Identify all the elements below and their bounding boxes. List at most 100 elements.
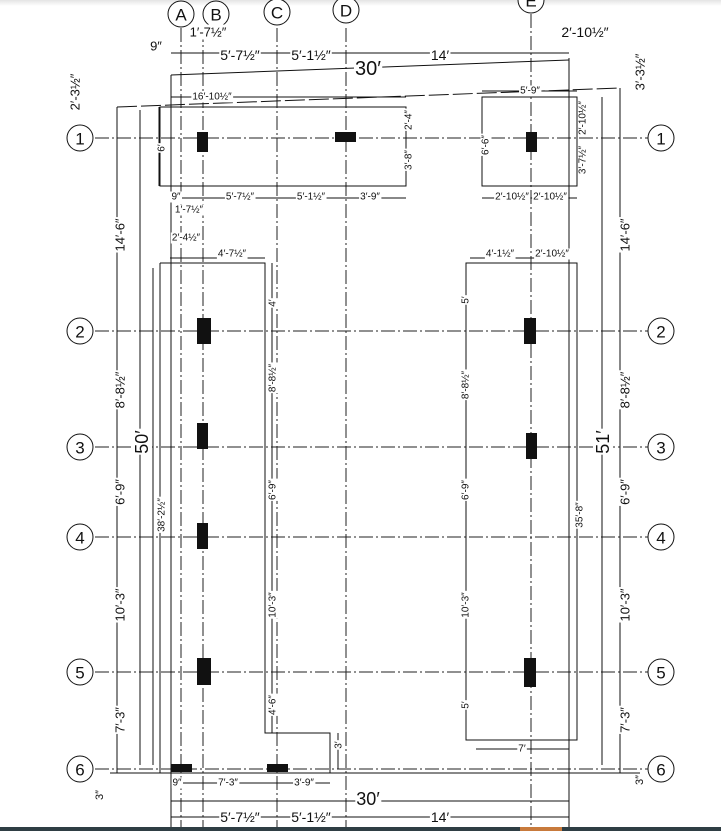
dimension-label: 8′-8½″	[618, 371, 633, 408]
grid-row-label: 2	[75, 323, 84, 342]
dimension-label: 14′-6″	[618, 218, 633, 251]
taskbar-active-item[interactable]	[520, 827, 562, 831]
grid-bubble-A: A	[167, 0, 195, 28]
dimension-label: 2′-10½″	[533, 192, 567, 203]
grid-row-label: 5	[656, 664, 665, 683]
grid-bubble-4-left: 4	[66, 523, 94, 551]
dimension-label: 51′	[593, 430, 613, 454]
dimension-label: 3′-9″	[360, 192, 380, 203]
dimension-label: 4′	[268, 299, 279, 307]
grid-row-label: 3	[75, 439, 84, 458]
columns	[171, 132, 537, 772]
grid-row-label: 4	[75, 529, 84, 548]
dimension-label: 5′-1½″	[297, 192, 326, 203]
dimension-label: 35′-8″	[575, 502, 586, 528]
dimension-label: 6′-6″	[481, 135, 492, 155]
dimension-label: 7′-3″	[218, 778, 238, 789]
dimension-label: 5′	[461, 296, 472, 304]
grid-bubble-1-left: 1	[66, 124, 94, 152]
dimension-label: 6′-9″	[461, 480, 472, 500]
dimension-label: 3′-8″	[404, 150, 415, 170]
grid-bubble-C: C	[263, 0, 291, 26]
dimension-label: 14′	[431, 47, 450, 63]
dimension-label: 10′-3″	[113, 588, 128, 621]
taskbar-strip	[0, 827, 721, 831]
dimension-label: 2′-4½″	[172, 233, 201, 244]
dimension-label: 1′-7½″	[190, 25, 227, 40]
dimension-label: 6′-9″	[268, 480, 279, 500]
dimension-label: 7′	[518, 744, 526, 755]
dimension-label: 6′	[157, 144, 168, 152]
dimension-label: 8′-8½″	[268, 363, 279, 392]
dimension-label: 5′-1½″	[291, 47, 331, 63]
dimension-label: 9″	[150, 39, 162, 54]
grid-bubble-2-left: 2	[66, 317, 94, 345]
dimension-label: 6′-9″	[618, 479, 633, 505]
dimension-label: 3′-9″	[294, 778, 314, 789]
dimension-label: 5′-7½″	[226, 192, 255, 203]
dimension-label: 5′	[461, 701, 472, 709]
window-top-edge	[0, 0, 721, 6]
dimension-label: 2′-10½″	[495, 192, 529, 203]
dimension-label: 3″	[94, 790, 106, 800]
dimension-label: 5′-7½″	[220, 809, 260, 825]
dimension-label: 3′-7½″	[578, 145, 589, 174]
grid-bubble-5-left: 5	[66, 658, 94, 686]
dimension-label: 4′-7½″	[218, 249, 247, 260]
dimension-label: 8′-8½″	[113, 371, 128, 408]
grid-bubble-6-left: 6	[66, 755, 94, 783]
grid-row-label: 2	[656, 323, 665, 342]
grid-bubble-1-right: 1	[647, 124, 675, 152]
grid-bubble-5-right: 5	[647, 658, 675, 686]
dimension-label: 38′-2½″	[157, 498, 168, 532]
grid-bubble-3-left: 3	[66, 433, 94, 461]
dimension-label: 14′-6″	[113, 218, 128, 251]
dimension-label: 3′	[334, 741, 345, 749]
grid-bubble-3-right: 3	[647, 433, 675, 461]
dimension-label: 3″	[634, 775, 646, 785]
grid-row-label: 3	[656, 439, 665, 458]
grid-column-label: A	[175, 6, 187, 25]
dimension-label: 30′	[355, 58, 381, 80]
grid-row-label: 5	[75, 664, 84, 683]
dimension-label: 2′-10½″	[578, 101, 589, 135]
dimension-label: 2′-10½″	[535, 249, 569, 260]
dimension-label: 7′-3″	[113, 707, 128, 733]
dimension-label: 2′-10½″	[561, 24, 608, 40]
grid-bubble-6-right: 6	[647, 755, 675, 783]
dimension-label: 5′-9″	[520, 86, 540, 97]
dimension-label: 2′-4″	[404, 110, 415, 130]
dimension-label: 4′-1½″	[486, 249, 515, 260]
grid-row-label: 1	[656, 130, 665, 149]
grid-column-label: D	[340, 2, 352, 21]
dimension-label: 50′	[132, 430, 152, 454]
grid-lines	[95, 14, 648, 831]
dimension-label: 10′-3″	[268, 592, 279, 618]
footing-outlines	[110, 52, 640, 831]
grid-row-label: 6	[656, 761, 665, 780]
dimension-label: 10′-3″	[618, 588, 633, 621]
dimension-label: 9″	[171, 192, 181, 203]
grid-column-label: C	[271, 4, 283, 23]
dimension-label-backgrounds	[67, 24, 648, 825]
grid-row-label: 4	[656, 529, 665, 548]
dimension-label: 7′-3″	[618, 707, 633, 733]
grid-bubble-D: D	[332, 0, 360, 24]
grid-bubble-B: B	[202, 0, 230, 28]
dimension-label: 30′	[356, 789, 380, 809]
grid-column-label: E	[525, 0, 536, 11]
dimension-label: 4′-6″	[268, 695, 279, 715]
dimension-label: 8′-8½″	[461, 370, 472, 399]
dimension-label: 14′	[431, 809, 450, 825]
grid-row-label: 6	[75, 761, 84, 780]
dimension-label: 1′-7½″	[175, 205, 204, 216]
dimension-label: 3′-3½″	[633, 53, 648, 90]
dimension-label: 6′-9″	[113, 479, 128, 505]
grid-column-label: B	[210, 6, 221, 25]
dimension-label: 16′-10½″	[192, 92, 232, 103]
grid-bubble-2-right: 2	[647, 317, 675, 345]
dimension-label: 9″	[172, 778, 182, 789]
dimension-label: 5′-7½″	[220, 47, 260, 63]
grid-row-label: 1	[75, 130, 84, 149]
